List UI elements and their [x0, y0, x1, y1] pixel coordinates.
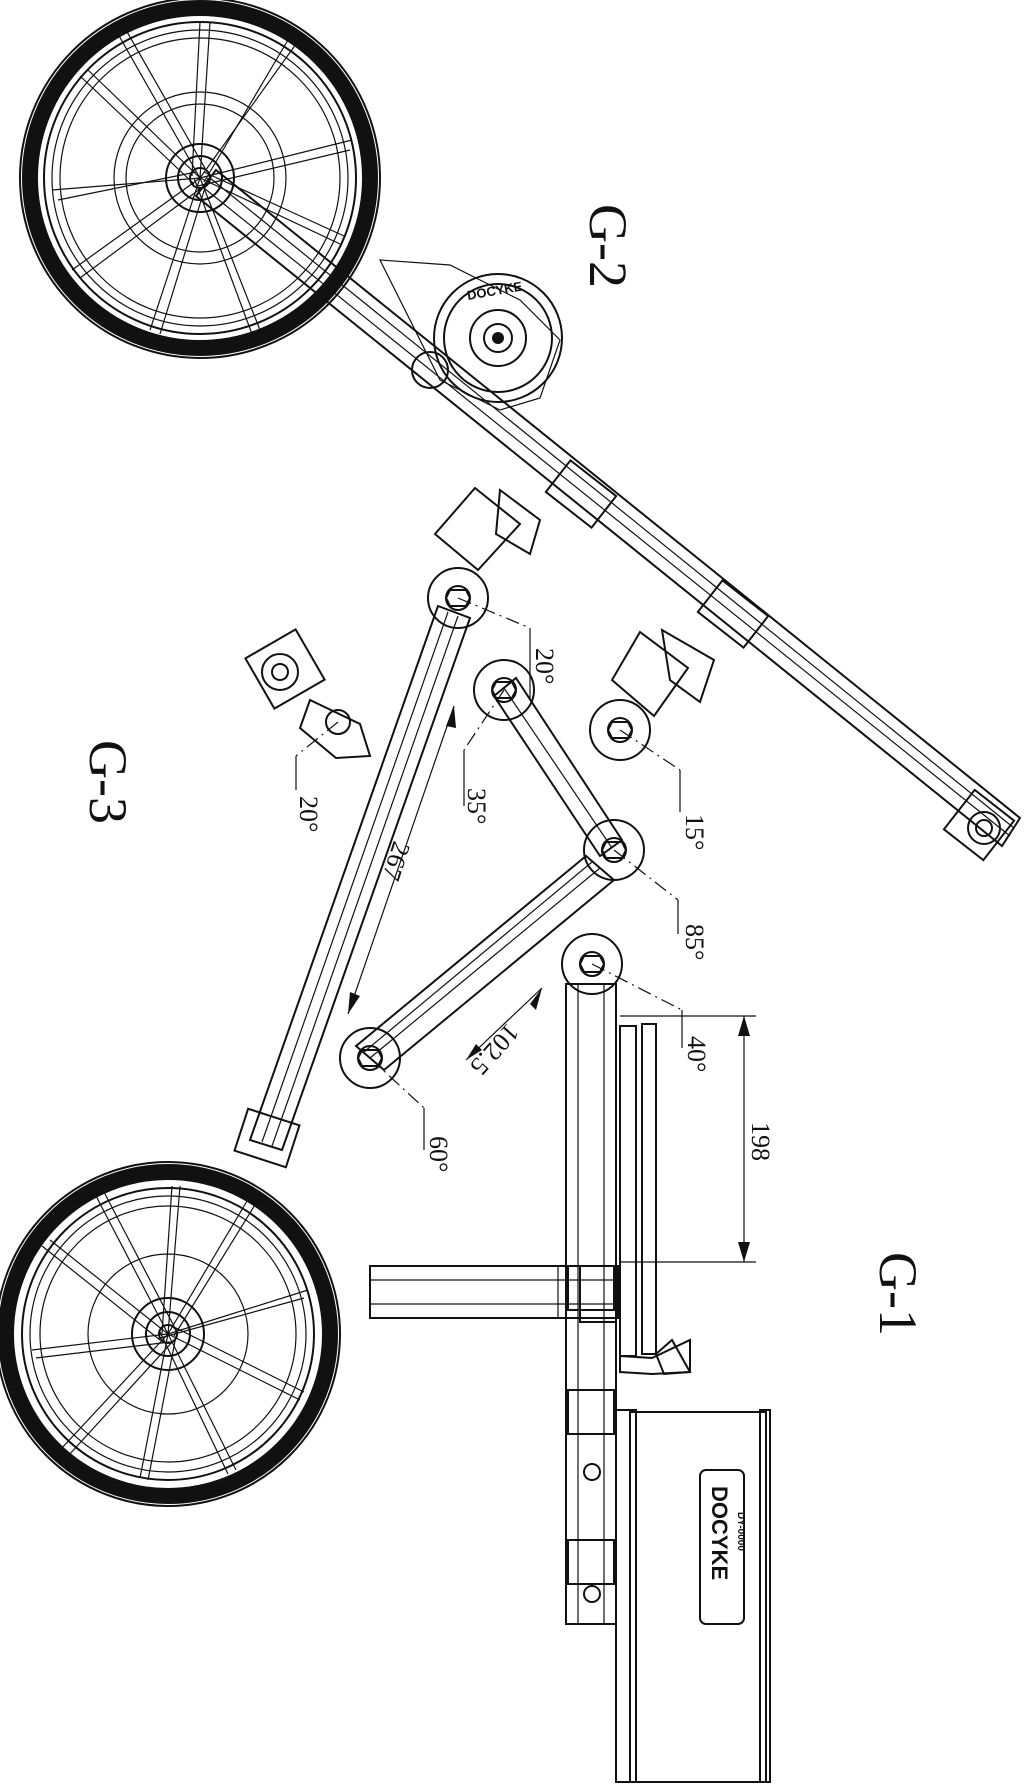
group-label-g1: G-1 — [868, 1252, 928, 1336]
column-clamp-middle — [567, 1389, 615, 1435]
group-label-g3: G-3 — [78, 740, 138, 824]
joint-20-left — [244, 628, 372, 760]
tube-clamp-upper — [544, 458, 618, 530]
joints — [244, 567, 651, 1089]
top-wheel-spokes — [51, 21, 353, 335]
bottom-wheel-spokes — [31, 1185, 309, 1481]
main-diagonal-tube — [194, 168, 1022, 862]
dimension-102-5 — [465, 987, 543, 1061]
link-102-5 — [354, 854, 616, 1072]
angle-label-15: 15° — [680, 814, 709, 850]
joint-40 — [561, 933, 623, 995]
top-wheel-hub — [165, 143, 235, 213]
horizontal-arm — [369, 1265, 619, 1319]
slide-rail — [619, 1023, 692, 1376]
column-clamp-lower — [567, 1539, 615, 1585]
bottom-wheel — [0, 1161, 341, 1507]
lower-bracket — [610, 628, 716, 718]
battery-box-model: DY-0000 — [735, 1512, 746, 1551]
angle-label-85: 85° — [680, 924, 709, 960]
hub-logo: DOCYKE — [466, 278, 524, 302]
battery-box-outer — [629, 1411, 767, 1783]
brake-disc — [113, 91, 287, 265]
angle-label-40: 40° — [682, 1036, 711, 1072]
battery-box: DOCYKE DY-0000 — [615, 1409, 771, 1783]
dimension-198 — [620, 1015, 756, 1263]
dimension-label-267: 267 — [376, 838, 416, 884]
joint-20-upper — [427, 567, 489, 629]
top-wheel — [19, 0, 381, 359]
dimension-267 — [347, 705, 456, 1015]
angle-label-35: 35° — [462, 788, 491, 824]
joint-35 — [473, 659, 535, 721]
joint-85 — [583, 819, 645, 881]
long-link — [233, 604, 472, 1169]
hub-motor: DOCYKE — [378, 259, 563, 411]
angle-label-20-upper: 20° — [530, 648, 559, 684]
battery-box-logo: DOCYKE — [707, 1486, 732, 1580]
battery-box-label-frame — [699, 1469, 745, 1625]
angle-label-20-left: 20° — [294, 796, 323, 832]
angle-leaders — [295, 597, 683, 1150]
joint-15 — [589, 699, 651, 761]
group-label-g2: G-2 — [578, 204, 638, 288]
tube-clamp-lower — [696, 578, 770, 650]
dimension-label-198: 198 — [746, 1122, 775, 1161]
upper-bracket — [433, 486, 542, 572]
angle-label-60: 60° — [424, 1136, 453, 1172]
